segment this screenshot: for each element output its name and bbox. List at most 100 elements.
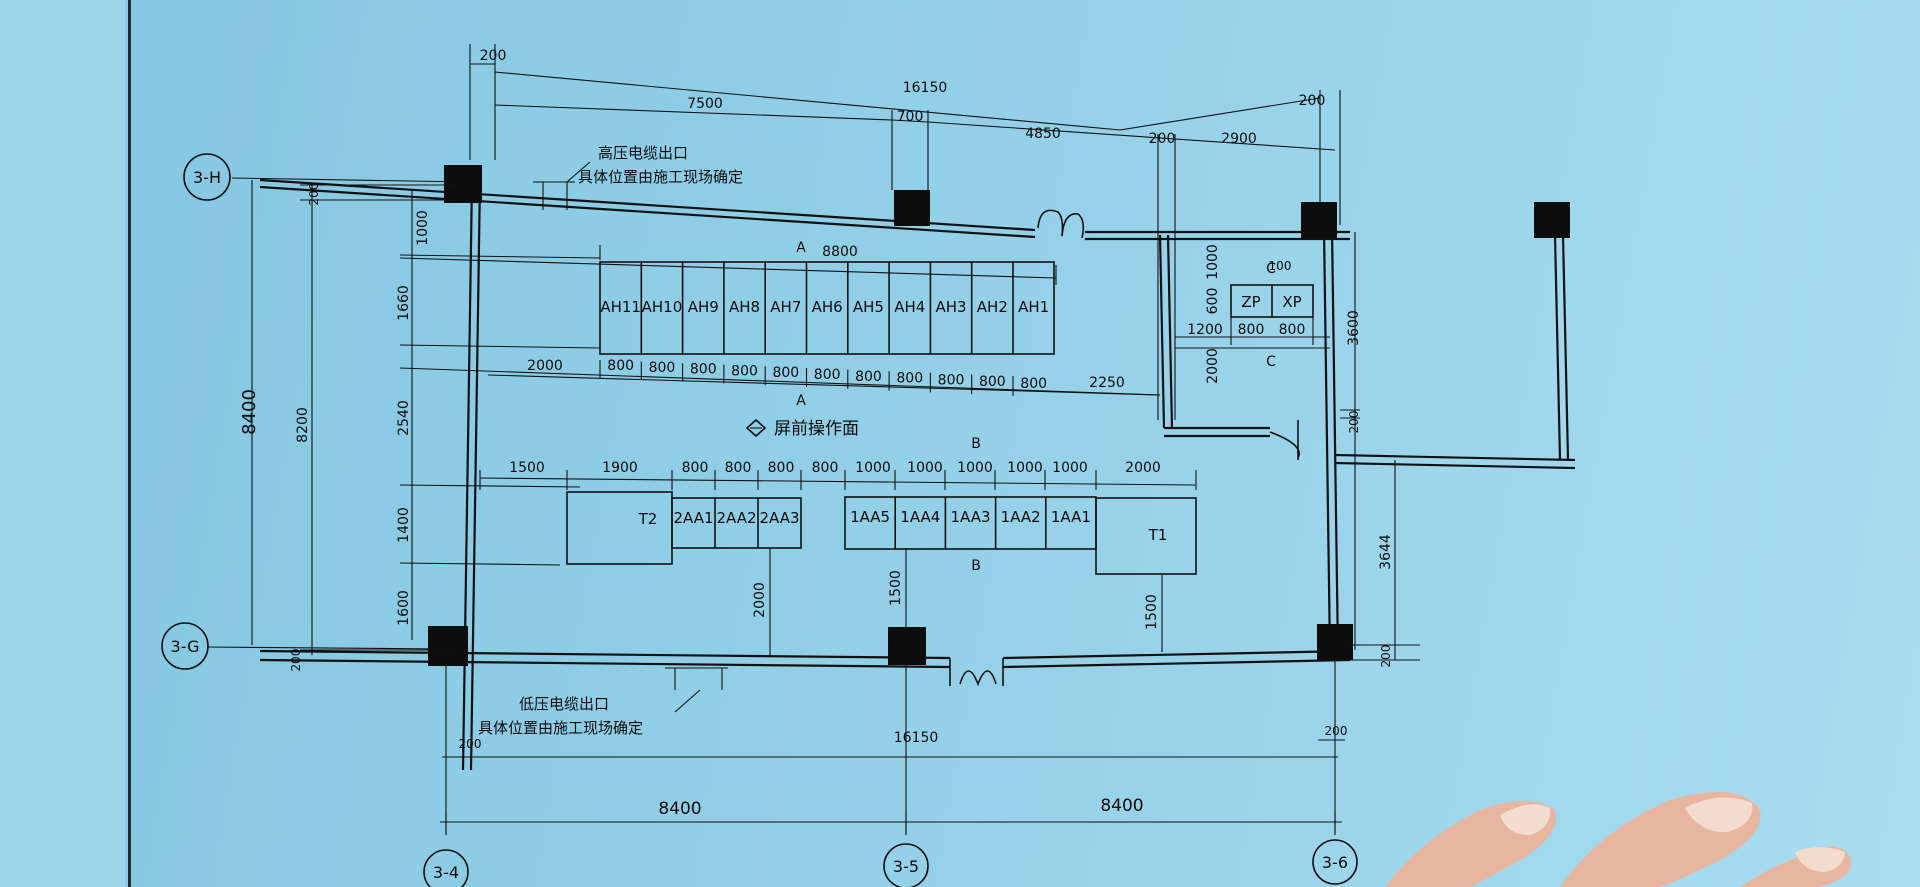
hv-section-mark-bottom: A: [796, 393, 806, 409]
grid-label-3G: 3-G: [171, 637, 200, 656]
column-7: [1317, 624, 1353, 660]
hv-row-length: 8800: [822, 244, 858, 260]
span-right-8400: 8400: [1100, 796, 1143, 816]
grid-lines: [206, 177, 1336, 835]
hv-cabinet-ah9: AH9: [688, 298, 719, 316]
lv-dim-9: 1000: [1007, 460, 1043, 476]
label-zp: ZP: [1241, 293, 1260, 311]
dim-zp-width: 800: [1238, 322, 1265, 338]
dim-4850: 4850: [1025, 126, 1061, 142]
room-section-bottom: C: [1266, 354, 1276, 370]
dim-3600-room: 3600: [1346, 310, 1362, 346]
hv-cabinet-ah2: AH2: [977, 298, 1008, 316]
grid-bubble-34: 3-4: [423, 849, 469, 887]
lv-cabinet-2aa2: 2AA2: [716, 509, 756, 527]
dim-bottom-right-200: 200: [1325, 724, 1348, 738]
lv-cabinet-t2: [566, 491, 673, 565]
dim-2000-lv: 2000: [752, 582, 768, 618]
hv-cabinet-width: 800: [814, 367, 841, 383]
dim-xp-width: 800: [1279, 322, 1306, 338]
lv-cable-line1: 低压电缆出口: [519, 695, 609, 713]
lv-label-t2: T2: [638, 510, 658, 528]
lv-section-mark-bottom: B: [971, 558, 981, 574]
label-xp: XP: [1282, 293, 1301, 311]
lv-dim-5: 800: [812, 460, 839, 476]
hv-cabinet-ah1: AH1: [1018, 298, 1049, 316]
dim-700: 700: [897, 109, 924, 125]
lv-dim-11: 2000: [1125, 460, 1161, 476]
lv-cabinet-1aa5: 1AA5: [850, 508, 890, 526]
hv-cabinet-width: 800: [855, 369, 882, 385]
left-dimensions: 8400 8200 200 1000 1660 2540 1400 1600 2…: [239, 180, 601, 671]
dim-1000-room: 1000: [1205, 244, 1221, 280]
dim-2000-room: 2000: [1205, 348, 1221, 384]
lv-dim-2: 800: [682, 460, 709, 476]
dim-top-total: 16150: [903, 80, 948, 96]
hv-cabinet-cells: AH11800AH10800AH9800AH8800AH7800AH6800AH…: [599, 262, 1049, 396]
hv-cabinet-width: 800: [731, 363, 758, 379]
hv-cabinet-ah6: AH6: [812, 298, 843, 316]
hv-cabinet-ah4: AH4: [894, 298, 925, 316]
lv-label-t1: T1: [1148, 526, 1168, 544]
hv-cabinet-width: 800: [1020, 376, 1047, 392]
dim-1500-lv-b: 1500: [1144, 594, 1160, 630]
dim-200-room: 200: [1149, 131, 1176, 147]
lv-cabinet-t1: [1095, 497, 1197, 575]
operation-face-text: 屏前操作面: [774, 419, 859, 439]
lv-section-mark-top: B: [971, 436, 981, 452]
dim-top-left-200: 200: [480, 48, 507, 64]
room-section-top: C: [1266, 261, 1276, 277]
lv-cabinet-2aa3: 2AA3: [759, 509, 799, 527]
hv-cabinet-ah10: AH10: [642, 298, 683, 316]
lv-dim-10: 1000: [1052, 460, 1088, 476]
lv-dim-8: 1000: [957, 460, 993, 476]
grid-label-34: 3-4: [433, 863, 459, 882]
hv-cabinet-width: 800: [772, 365, 799, 381]
dim-bottom-left-200: 200: [459, 737, 482, 751]
drawing-sheet: [128, 0, 1920, 887]
hv-cable-line2: 具体位置由施工现场确定: [578, 168, 743, 186]
lv-cabinet-2aa1: 2AA1: [673, 509, 713, 527]
hv-cabinet-width: 800: [607, 358, 634, 374]
dim-2540-vertical: 2540: [396, 400, 412, 436]
column-2: [894, 190, 930, 226]
dim-1400-vertical: 1400: [396, 507, 412, 543]
grid-bubble-36: 3-6: [1312, 839, 1358, 885]
grid-label-36: 3-6: [1322, 853, 1348, 872]
hv-cable-line1: 高压电缆出口: [598, 144, 688, 162]
lv-dim-3: 800: [725, 460, 752, 476]
column-4: [1534, 202, 1570, 238]
hv-cabinet-ah5: AH5: [853, 298, 884, 316]
grid-label-3H: 3-H: [193, 168, 221, 187]
lv-cabinet-1aa4: 1AA4: [900, 508, 940, 526]
dim-200-top-vertical: 200: [307, 183, 321, 206]
lv-dim-1: 1900: [602, 460, 638, 476]
lv-dim-0: 1500: [509, 460, 545, 476]
dim-1000-vertical: 1000: [415, 210, 431, 246]
hv-left-gap: 2000: [527, 358, 563, 374]
top-overall-dimension: 200 16150 200: [469, 44, 1341, 225]
hv-cabinet-width: 800: [690, 362, 717, 378]
hv-cable-note: 高压电缆出口 具体位置由施工现场确定: [533, 144, 743, 210]
hv-cabinet-ah3: AH3: [936, 298, 967, 316]
hv-cabinet-width: 800: [938, 372, 965, 388]
dim-100-room: 100: [1269, 259, 1292, 273]
grid-bubble-35: 3-5: [883, 843, 929, 887]
bottom-overall-dimension: 200 16150 200 8400 8400: [440, 724, 1347, 832]
dim-8400-vertical: 8400: [239, 389, 260, 435]
hv-cabinet-row: 8800 A 2000 2250 A AH11800AH10800AH9800A…: [399, 240, 1161, 409]
background-strip: [0, 0, 125, 887]
door-bottom: [949, 658, 1004, 687]
dim-600-room: 600: [1205, 288, 1221, 315]
dim-1600-vertical: 1600: [396, 590, 412, 626]
columns: [428, 165, 1570, 666]
span-left-8400: 8400: [658, 799, 701, 819]
lv-cable-line2: 具体位置由施工现场确定: [478, 719, 643, 737]
grid-bubble-3G: 3-G: [161, 622, 209, 670]
dim-200-room-a: 200: [1347, 411, 1361, 434]
